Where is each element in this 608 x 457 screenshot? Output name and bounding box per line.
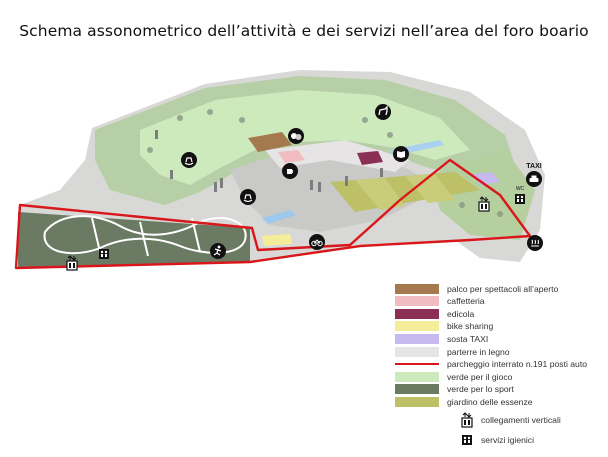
legend-item: palco per spettacoli all’aperto <box>395 283 558 294</box>
legend-label: parcheggio interrato n.191 posti auto <box>447 359 587 370</box>
legend-swatch <box>395 396 439 407</box>
legend-label: caffetteria <box>447 296 485 307</box>
legend-swatch <box>395 384 439 395</box>
legend-swatch <box>395 333 439 344</box>
toilet-icon <box>462 435 472 445</box>
legend-item: verde per lo sport <box>395 384 514 395</box>
legend-label-servizi: servizi igienici <box>481 435 535 445</box>
toilet-icon-map-2 <box>515 194 525 204</box>
sauna-icon <box>527 235 543 251</box>
legend-label: verde per lo sport <box>447 384 514 395</box>
legend-label: sosta TAXI <box>447 333 489 344</box>
legend-swatch <box>395 296 439 307</box>
book-icon <box>393 146 409 162</box>
trees <box>147 109 503 217</box>
taxi-label: TAXI <box>526 163 541 170</box>
right-green <box>430 150 535 240</box>
coffee-icon <box>282 163 298 179</box>
legend-item: parcheggio interrato n.191 posti auto <box>395 359 587 370</box>
parterre-area <box>265 140 410 172</box>
legend-label: edicola <box>447 308 475 319</box>
legend-label: bike sharing <box>447 321 494 332</box>
rocking-horse-icon <box>181 152 197 168</box>
legend-item: parterre in legno <box>395 346 510 357</box>
bike-sharing-area <box>262 234 292 246</box>
legend-item: edicola <box>395 308 474 319</box>
wc-label: WC <box>516 186 525 192</box>
rocking-horse-icon-2 <box>240 189 256 205</box>
legend-item: sosta TAXI <box>395 333 488 344</box>
legend-label: verde per il gioco <box>447 371 513 382</box>
parking-outline <box>14 158 532 270</box>
legend-item: verde per il gioco <box>395 371 512 382</box>
legend-item: caffetteria <box>395 296 485 307</box>
legend-swatch <box>395 371 439 382</box>
elevator-icon-map <box>66 255 78 271</box>
toilet-icon-map <box>99 249 109 259</box>
water-strip <box>262 210 296 224</box>
elevator-icon-map-2 <box>478 196 490 212</box>
legend-swatch <box>395 363 439 366</box>
legend-label: parterre in legno <box>447 346 510 357</box>
legend-item: giardino delle essenze <box>395 396 533 407</box>
legend-swatch <box>395 308 439 319</box>
caffetteria-area <box>278 150 305 163</box>
palco-stage <box>248 132 292 152</box>
diagram-title: Schema assonometrico dell’attività e dei… <box>19 22 589 40</box>
legend-item: bike sharing <box>395 321 493 332</box>
legend-label: giardino delle essenze <box>447 396 533 407</box>
horse-icon <box>375 104 391 120</box>
runner-icon <box>210 243 226 259</box>
legend-swatch <box>395 346 439 357</box>
bicycle-icon <box>309 234 325 250</box>
legend-label-collegamenti: collegamenti verticali <box>481 415 561 425</box>
giardino-essenze <box>330 172 480 212</box>
edicola-kiosk <box>357 151 383 165</box>
taxi-car-icon <box>526 171 542 187</box>
legend-toilet: servizi igienici <box>460 433 608 447</box>
legend-elevator: collegamenti verticali <box>460 412 608 428</box>
people <box>155 130 383 192</box>
legend-label: palco per spettacoli all’aperto <box>447 283 559 294</box>
elevator-icon <box>461 412 473 428</box>
theater-masks-icon <box>288 128 304 144</box>
legend-swatch <box>395 321 439 332</box>
legend-swatch <box>395 283 439 294</box>
